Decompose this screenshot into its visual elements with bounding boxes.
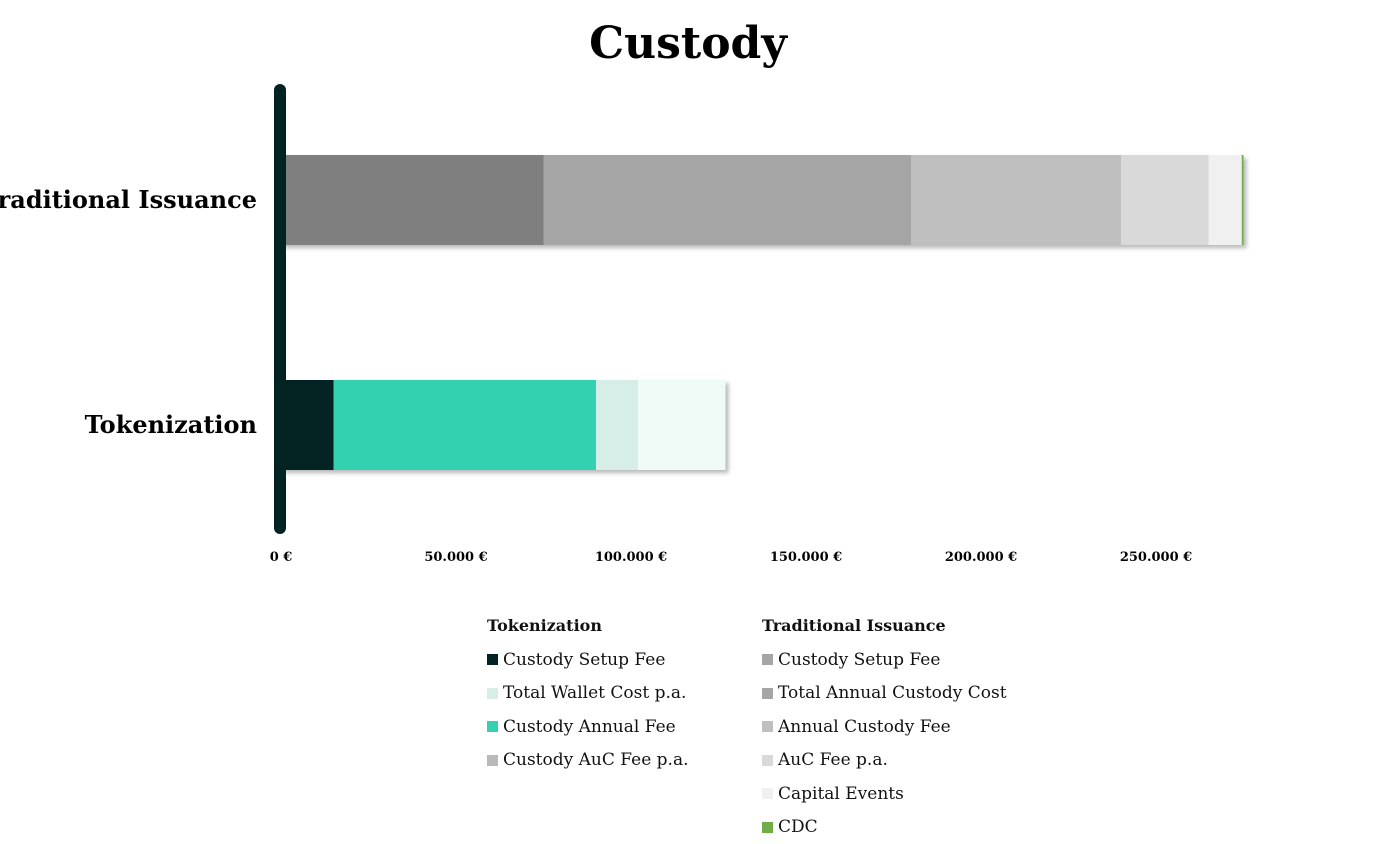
legend-item: Custody AuC Fee p.a.: [487, 744, 689, 778]
bar-segment-total-annual-custody-cost: [544, 155, 912, 245]
bars-layer: [281, 155, 1244, 470]
legend-swatch: [762, 721, 773, 732]
legend-item: AuC Fee p.a.: [762, 744, 1007, 778]
legend-title-tokenization: Tokenization: [487, 616, 689, 635]
legend-swatch: [487, 654, 498, 665]
legend-item: Annual Custody Fee: [762, 710, 1007, 744]
x-tick-label: 50.000 €: [424, 550, 487, 565]
bar-segment-cdc: [1242, 155, 1244, 245]
bar-segment-total-wallet-cost-p-a-: [596, 380, 638, 470]
legend-item: Total Annual Custody Cost: [762, 677, 1007, 711]
x-tick-label: 250.000 €: [1120, 550, 1192, 565]
bar-segment-custody-setup-fee: [281, 380, 334, 470]
bar-segment-custody-annual-fee: [334, 380, 597, 470]
chart-title: Custody: [589, 18, 788, 69]
legend-item: Capital Events: [762, 777, 1007, 811]
x-tick-labels: 0 € 50.000 € 100.000 € 150.000 € 200.000 € 25…: [270, 550, 1193, 565]
legend-swatch: [487, 755, 498, 766]
legend-label: Custody Setup Fee: [503, 650, 665, 670]
legend-swatch: [762, 822, 773, 833]
x-tick-label: 0 €: [270, 550, 293, 565]
legend-item: CDC: [762, 811, 1007, 844]
bar-segment-auc-fee-p-a-: [1121, 155, 1209, 245]
legend-label: CDC: [778, 817, 818, 837]
legend-label: Total Annual Custody Cost: [778, 683, 1007, 703]
legend-swatch: [762, 654, 773, 665]
legend-tokenization: Tokenization Custody Setup Fee Total Wal…: [487, 616, 689, 777]
x-tick-label: 150.000 €: [770, 550, 842, 565]
legend-item: Custody Annual Fee: [487, 710, 689, 744]
y-axis-line: [274, 84, 286, 534]
legend-swatch: [487, 721, 498, 732]
legend-swatch: [762, 788, 773, 799]
x-tick-label: 100.000 €: [595, 550, 667, 565]
legend-title-traditional: Traditional Issuance: [762, 616, 1007, 635]
legend-traditional: Traditional Issuance Custody Setup Fee T…: [762, 616, 1007, 844]
x-tick-label: 200.000 €: [945, 550, 1017, 565]
category-label: Tokenization: [85, 410, 257, 439]
legend-label: Total Wallet Cost p.a.: [503, 683, 686, 703]
bar-segment-custody-setup-fee: [281, 155, 544, 245]
legend-item: Custody Setup Fee: [487, 643, 689, 677]
legend-item: Custody Setup Fee: [762, 643, 1007, 677]
legend-label: Custody Annual Fee: [503, 717, 676, 737]
legend-label: Custody AuC Fee p.a.: [503, 750, 689, 770]
legend-label: AuC Fee p.a.: [778, 750, 888, 770]
bar-segment-annual-custody-fee: [911, 155, 1121, 245]
category-label: Traditional Issuance: [0, 185, 257, 214]
legend-label: Custody Setup Fee: [778, 650, 940, 670]
legend-swatch: [762, 688, 773, 699]
legend-label: Capital Events: [778, 784, 904, 804]
axis-layer: [274, 84, 286, 534]
bar-segment-custody-auc-fee-p-a-: [638, 380, 726, 470]
legend-label: Annual Custody Fee: [778, 717, 951, 737]
legend-swatch: [762, 755, 773, 766]
bar-segment-capital-events: [1209, 155, 1242, 245]
legend-item: Total Wallet Cost p.a.: [487, 677, 689, 711]
legend-swatch: [487, 688, 498, 699]
